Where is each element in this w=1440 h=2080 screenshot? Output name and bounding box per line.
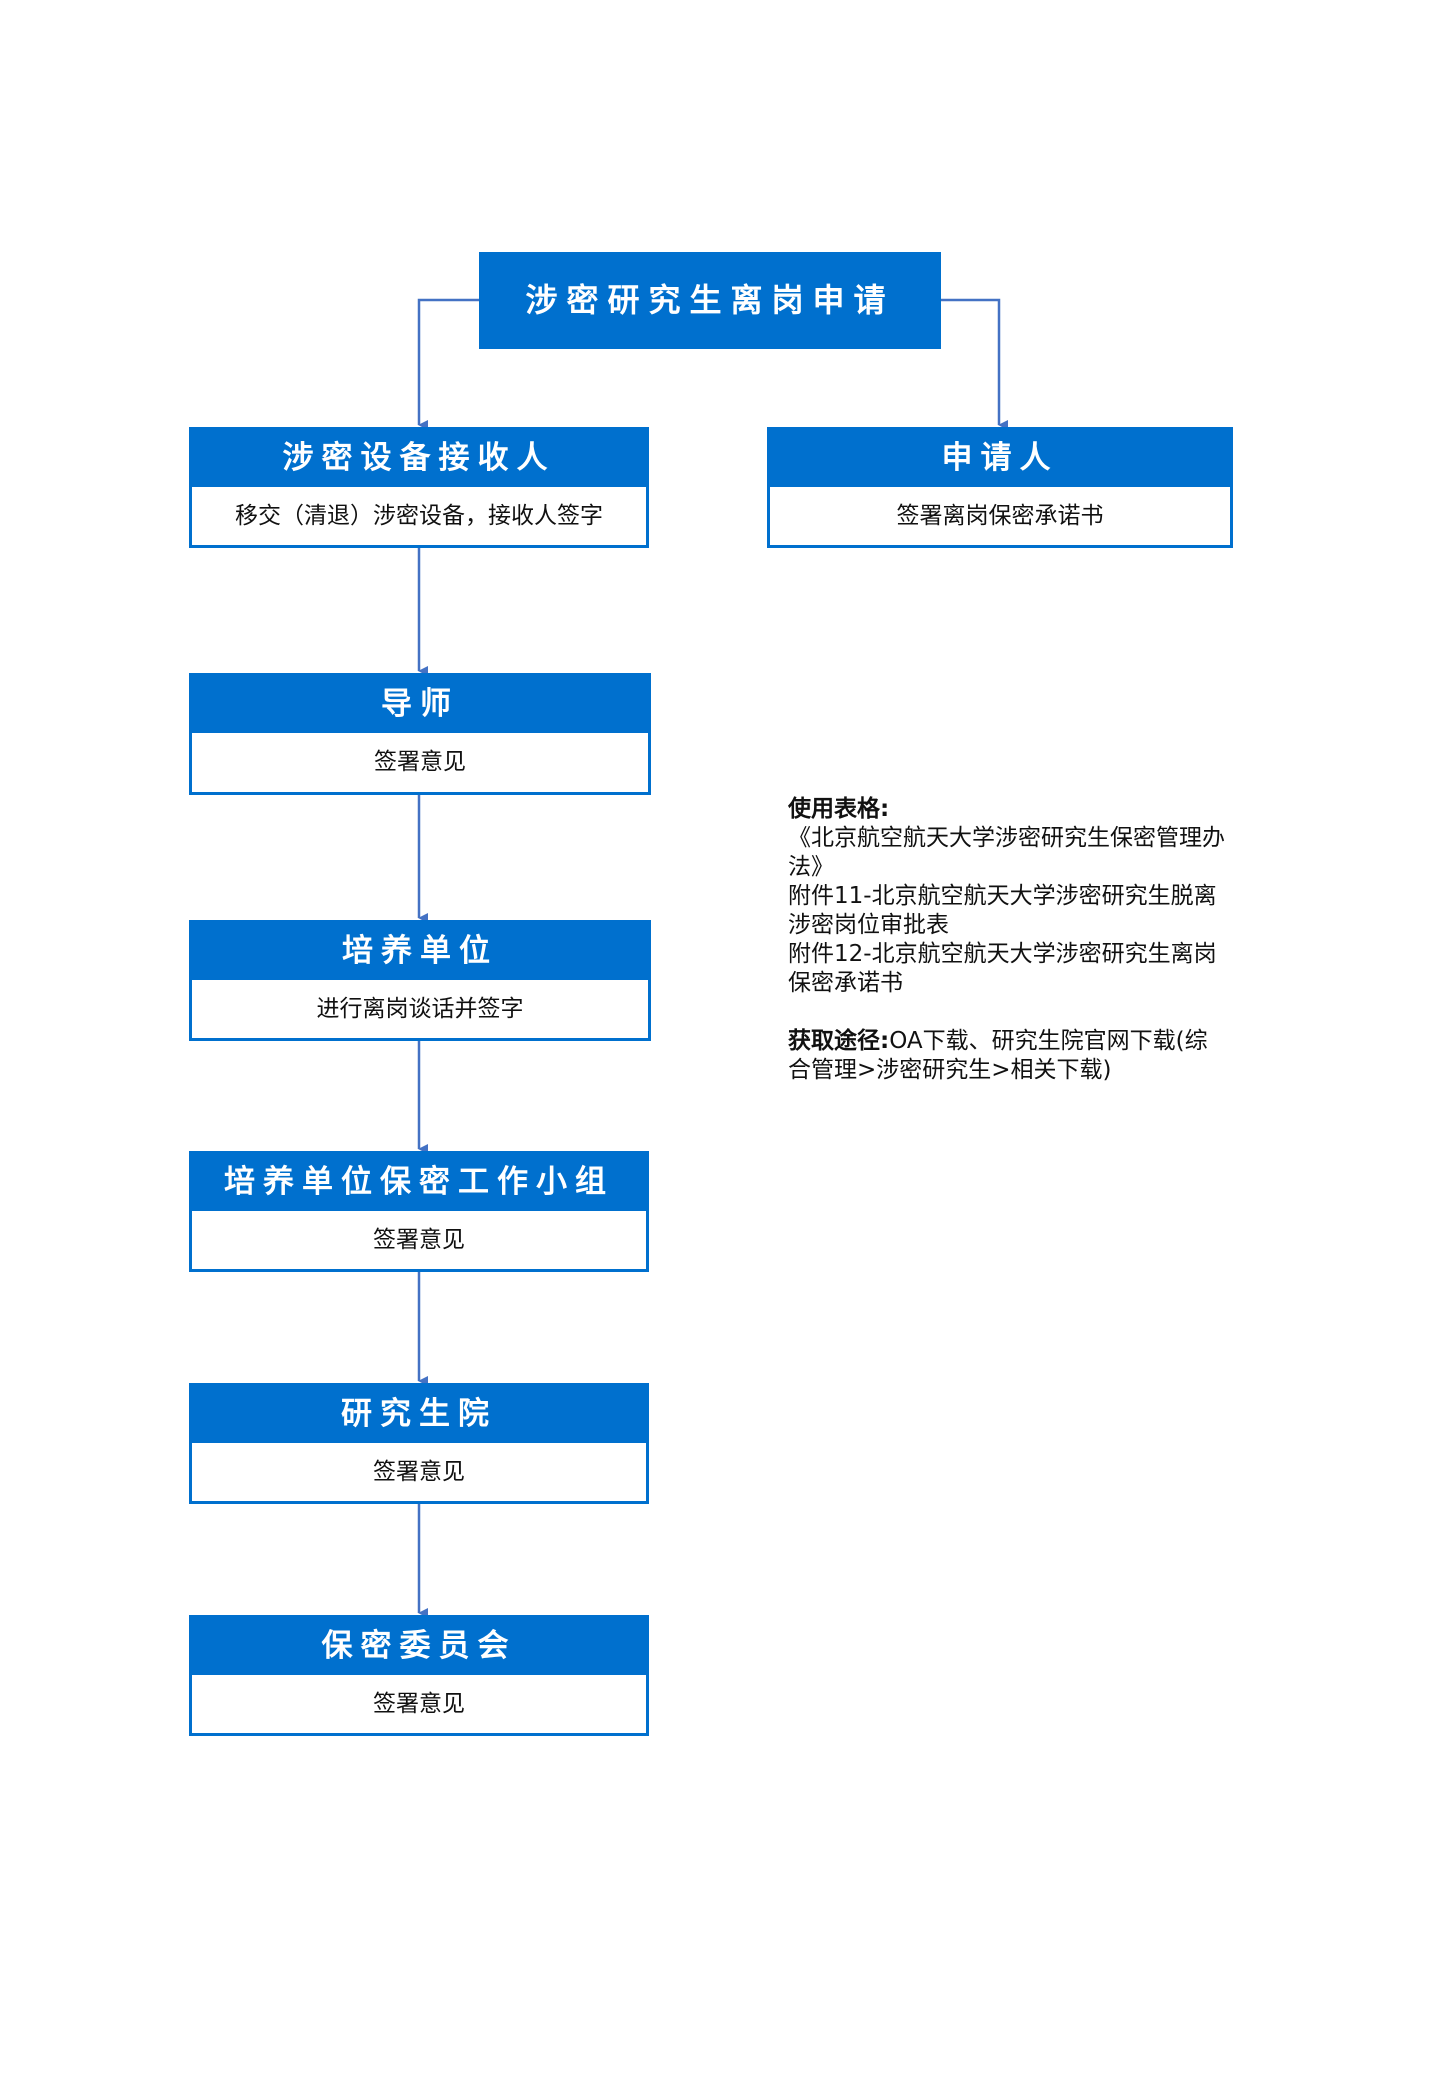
- source-text: OA下载、研究生院官网下载(综合管理>涉密研究生>相关下载): [788, 1028, 1208, 1083]
- node-step-5: 研究生院 签署意见: [189, 1383, 649, 1504]
- node-title: 培养单位保密工作小组: [192, 1154, 646, 1211]
- form-item: 附件12-北京航空航天大学涉密研究生离岗保密承诺书: [788, 941, 1217, 996]
- node-desc: 移交（清退）涉密设备，接收人签字: [235, 503, 603, 529]
- root-node: 涉密研究生离岗申请: [479, 252, 941, 349]
- node-title: 申请人: [770, 430, 1230, 487]
- node-step-4: 培养单位保密工作小组 签署意见: [189, 1151, 649, 1272]
- form-item: 附件11-北京航空航天大学涉密研究生脱离涉密岗位审批表: [788, 883, 1217, 938]
- node-desc: 签署离岗保密承诺书: [896, 503, 1104, 529]
- node-step-3: 培养单位 进行离岗谈话并签字: [189, 920, 651, 1041]
- node-desc: 签署意见: [373, 1227, 465, 1253]
- node-step-6: 保密委员会 签署意见: [189, 1615, 649, 1736]
- notes-panel: 使用表格: 《北京航空航天大学涉密研究生保密管理办法》 附件11-北京航空航天大…: [788, 795, 1228, 1085]
- node-title: 培养单位: [192, 923, 648, 980]
- node-desc: 签署意见: [374, 749, 466, 775]
- node-applicant: 申请人 签署离岗保密承诺书: [767, 427, 1233, 548]
- node-step-1: 涉密设备接收人 移交（清退）涉密设备，接收人签字: [189, 427, 649, 548]
- node-title: 保密委员会: [192, 1618, 646, 1675]
- node-desc: 签署意见: [373, 1691, 465, 1717]
- node-title: 研究生院: [192, 1386, 646, 1443]
- node-desc: 签署意见: [373, 1459, 465, 1485]
- node-step-2: 导师 签署意见: [189, 673, 651, 795]
- forms-label: 使用表格:: [788, 796, 890, 822]
- node-title: 涉密设备接收人: [192, 430, 646, 487]
- node-desc: 进行离岗谈话并签字: [316, 996, 524, 1022]
- form-item: 《北京航空航天大学涉密研究生保密管理办法》: [788, 825, 1225, 880]
- source-label: 获取途径:: [788, 1028, 890, 1054]
- node-title: 导师: [192, 676, 648, 733]
- connector-root-left: [417, 298, 479, 430]
- connector-root-right: [941, 298, 1008, 430]
